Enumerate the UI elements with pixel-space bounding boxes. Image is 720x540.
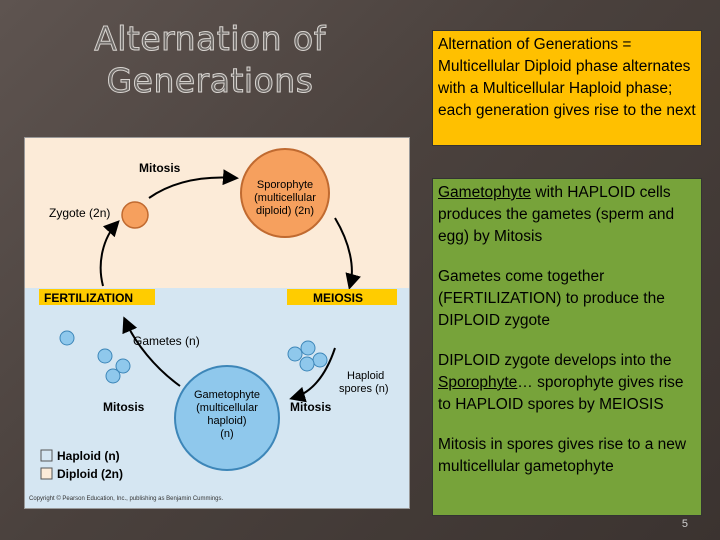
arrow-spores-to-gametophyte bbox=[289, 347, 336, 403]
haploid-spores-label: spores (n) bbox=[339, 383, 389, 395]
gamete-cell bbox=[97, 348, 113, 364]
fertilization-label: FERTILIZATION bbox=[44, 291, 133, 305]
copyright-text: Copyright © Pearson Education, Inc., pub… bbox=[29, 495, 224, 502]
gametophyte-link[interactable]: Gametophyte bbox=[438, 184, 532, 201]
mitosis-right-label: Mitosis bbox=[290, 400, 332, 414]
fertilization-label-bg bbox=[39, 289, 155, 305]
slide-title: Alternation of Generations bbox=[94, 19, 326, 101]
sporophyte-label: diploid) (2n) bbox=[256, 205, 314, 217]
paragraph-gametophyte: Gametophyte with HAPLOID cells produces … bbox=[438, 182, 696, 248]
legend-haploid-label: Haploid (n) bbox=[57, 449, 120, 463]
paragraph-spores: Mitosis in spores gives rise to a new mu… bbox=[438, 434, 696, 478]
meiosis-label-bg bbox=[287, 289, 397, 305]
gamete-cell bbox=[59, 330, 75, 346]
life-cycle-svg: Mitosis Zygote (2n) Sporophyte (multicel… bbox=[25, 138, 409, 508]
gametophyte-label: (n) bbox=[220, 428, 233, 440]
sporophyte-cell bbox=[240, 148, 330, 238]
paragraph-text: Mitosis in spores gives rise to a new mu… bbox=[438, 436, 687, 475]
sporophyte-link[interactable]: Sporophyte bbox=[438, 374, 518, 391]
spore-cell bbox=[299, 356, 315, 372]
diploid-region bbox=[25, 138, 409, 288]
arrow-fertilization-to-zygote bbox=[99, 220, 120, 287]
paragraph-text: with HAPLOID cells produces the gametes … bbox=[438, 184, 675, 245]
arrow-zygote-to-sporophyte bbox=[148, 169, 239, 199]
arrow-sporophyte-to-meiosis bbox=[334, 217, 361, 290]
legend-haploid-swatch bbox=[40, 449, 53, 462]
mitosis-top-label: Mitosis bbox=[139, 161, 181, 175]
zygote-cell bbox=[121, 201, 149, 229]
sporophyte-label: (multicellular bbox=[254, 192, 316, 204]
legend-diploid-swatch bbox=[40, 467, 53, 480]
paragraph-text: Gametes come together (FERTILIZATION) to… bbox=[438, 268, 665, 329]
sporophyte-label: Sporophyte bbox=[257, 179, 313, 191]
gametophyte-label: haploid) bbox=[207, 415, 246, 427]
slide-number: 5 bbox=[681, 518, 688, 530]
paragraph-sporophyte: DIPLOID zygote develops into the Sporoph… bbox=[438, 350, 696, 416]
definition-box: Alternation of Generations = Multicellul… bbox=[432, 30, 702, 146]
zygote-label: Zygote (2n) bbox=[49, 206, 110, 220]
definition-text: Alternation of Generations = Multicellul… bbox=[438, 36, 696, 119]
spore-cell bbox=[312, 352, 328, 368]
gamete-cell bbox=[105, 368, 121, 384]
spore-cell bbox=[287, 346, 303, 362]
life-cycle-diagram: Mitosis Zygote (2n) Sporophyte (multicel… bbox=[24, 137, 410, 509]
paragraph-text: … sporophyte gives rise to HAPLOID spore… bbox=[438, 374, 684, 413]
paragraph-fertilization: Gametes come together (FERTILIZATION) to… bbox=[438, 266, 696, 332]
arrow-gametophyte-to-gametes bbox=[122, 316, 181, 387]
meiosis-label: MEIOSIS bbox=[313, 291, 363, 305]
haploid-spores-label: Haploid bbox=[347, 370, 384, 382]
legend-diploid-label: Diploid (2n) bbox=[57, 467, 123, 481]
explanation-box: Gametophyte with HAPLOID cells produces … bbox=[432, 178, 702, 516]
gametophyte-cell bbox=[174, 365, 280, 471]
gametophyte-label: Gametophyte bbox=[194, 389, 260, 401]
gametophyte-label: (multicellular bbox=[196, 402, 258, 414]
paragraph-text: DIPLOID zygote develops into the bbox=[438, 352, 672, 369]
spore-cell bbox=[300, 340, 316, 356]
gametes-label: Gametes (n) bbox=[133, 334, 200, 348]
gamete-cell bbox=[115, 358, 131, 374]
mitosis-left-label: Mitosis bbox=[103, 400, 145, 414]
